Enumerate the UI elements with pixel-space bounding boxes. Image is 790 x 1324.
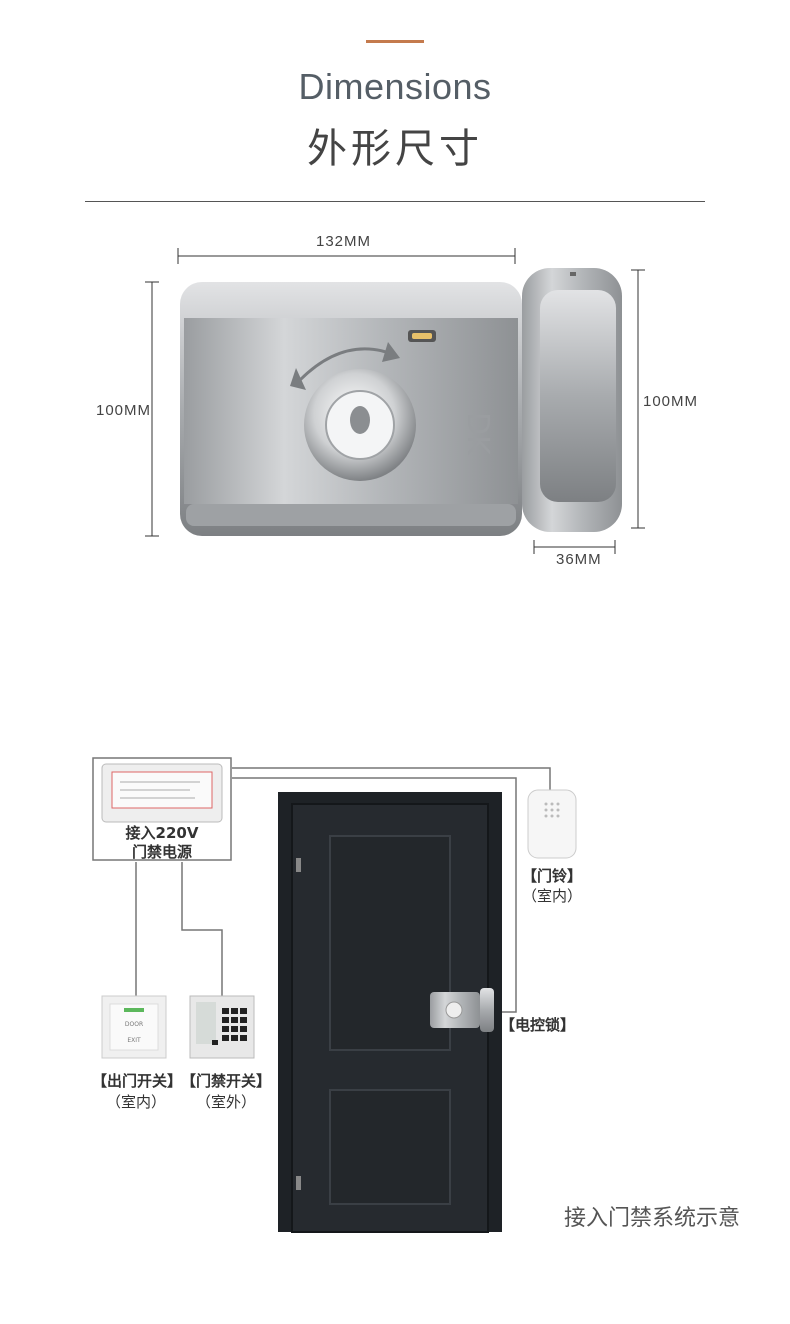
- power-supply-label-line1: 接入220V: [125, 824, 199, 842]
- page-title-chinese: 外形尺寸: [307, 126, 483, 172]
- depth-dimension-line: [533, 540, 616, 554]
- depth-label: 36MM: [556, 551, 602, 568]
- exit-button-text-top: DOOR: [125, 1021, 143, 1028]
- keypad-location: （室外）: [195, 1093, 256, 1111]
- power-supply-label-line2: 门禁电源: [131, 843, 192, 861]
- keypad-device: [189, 995, 255, 1059]
- doorbell-device: [527, 789, 577, 859]
- wiring-diagram: DOOR EXIT: [92, 757, 577, 1233]
- strike-plate: [522, 268, 622, 532]
- keypad-label: 【门禁开关】: [180, 1072, 271, 1090]
- lock-dimension-drawing: DK: [145, 248, 645, 554]
- lock-body: DK: [180, 282, 522, 536]
- exit-button-text-bottom: EXIT: [127, 1037, 141, 1044]
- doorbell-label: 【门铃】: [521, 867, 582, 885]
- diagram-caption: 接入门禁系统示意: [563, 1206, 740, 1231]
- width-dimension-line: [177, 248, 516, 264]
- electric-lock-label: 【电控锁】: [500, 1016, 576, 1034]
- page-title-english: Dimensions: [298, 66, 492, 107]
- height-dimension-line-left: [145, 281, 159, 537]
- height-label-right: 100MM: [643, 393, 699, 410]
- doorbell-location: （室内）: [521, 887, 582, 905]
- wires: [135, 767, 551, 1013]
- accent-line: [366, 40, 424, 43]
- exit-switch-location: （室内）: [105, 1093, 166, 1111]
- height-label-left: 100MM: [96, 402, 152, 419]
- rotate-arrow-icon: [298, 347, 396, 382]
- width-label: 132MM: [316, 233, 372, 250]
- section-divider: [85, 201, 705, 202]
- exit-switch-label: 【出门开关】: [92, 1072, 183, 1090]
- lock-brand-mark: DK: [460, 412, 495, 456]
- height-dimension-line-right: [631, 269, 645, 529]
- electric-lock-device: [430, 988, 494, 1032]
- power-supply-box: [92, 757, 232, 861]
- exit-switch-device: DOOR EXIT: [101, 995, 167, 1059]
